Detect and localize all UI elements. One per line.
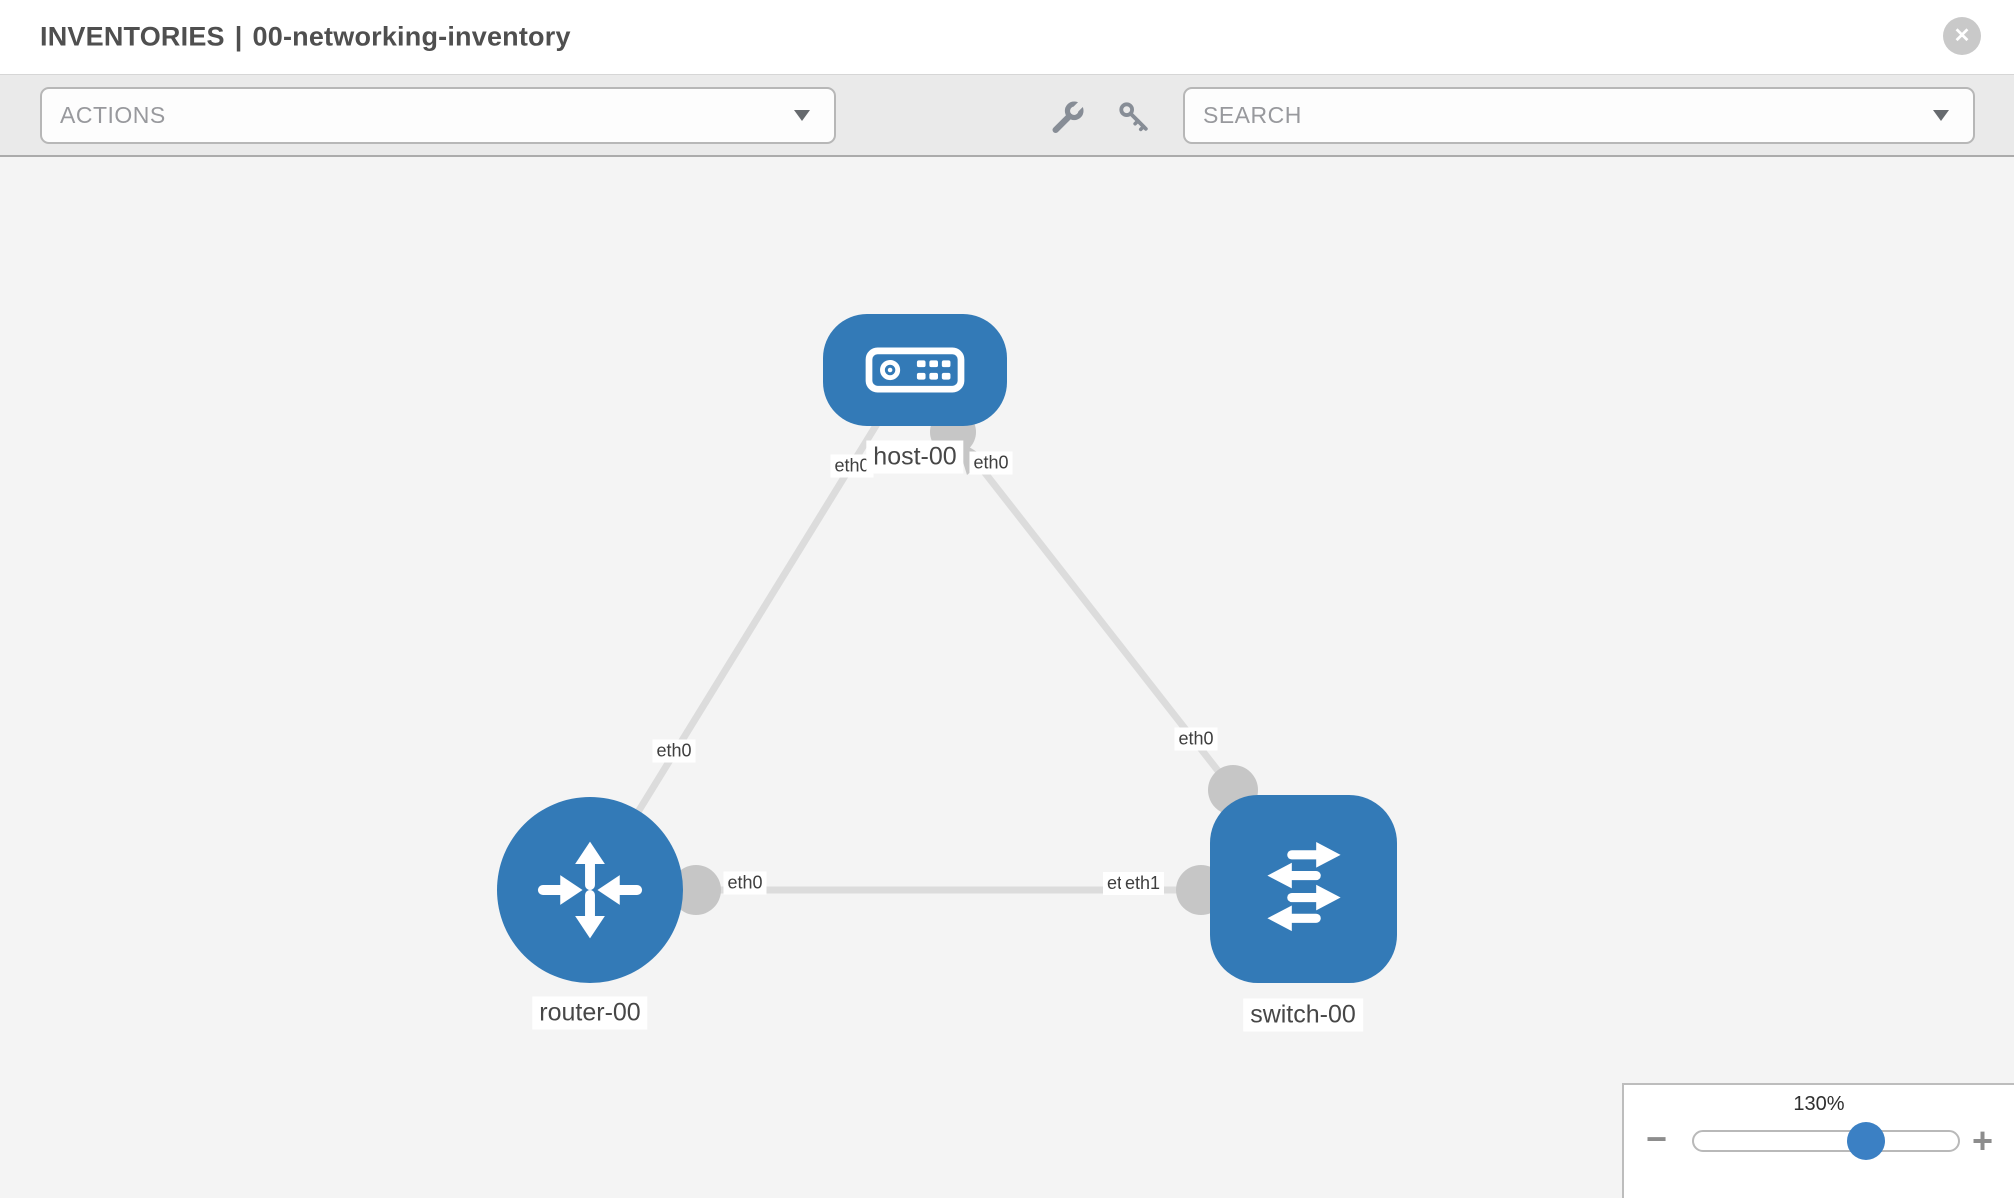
node-switch-00[interactable] bbox=[1210, 795, 1397, 983]
zoom-control-panel: 130% − + bbox=[1622, 1083, 2014, 1198]
interface-label-switch-eth0-top: eth0 bbox=[1174, 727, 1218, 751]
interface-label-router-eth0-upper: eth0 bbox=[652, 739, 696, 763]
node-label-router-00[interactable]: router-00 bbox=[532, 996, 648, 1030]
actions-dropdown[interactable]: ACTIONS bbox=[40, 87, 836, 144]
interface-label-host-eth0-left: eth0 bbox=[830, 454, 874, 478]
search-dropdown[interactable]: SEARCH bbox=[1183, 87, 1975, 144]
node-label-switch-00[interactable]: switch-00 bbox=[1243, 998, 1363, 1032]
zoom-out-button[interactable]: − bbox=[1646, 1118, 1668, 1159]
topology-canvas[interactable]: host-00 router-00 switch-00 eth0 eth0 et… bbox=[0, 157, 2014, 1198]
title-section: INVENTORIES bbox=[40, 21, 225, 52]
toolbar: ACTIONS SEARCH bbox=[0, 74, 2014, 157]
server-icon bbox=[865, 347, 965, 393]
title-separator: | bbox=[234, 21, 243, 52]
zoom-slider-track[interactable] bbox=[1692, 1122, 1960, 1160]
node-label-host-00[interactable]: host-00 bbox=[866, 440, 964, 474]
close-button[interactable]: ✕ bbox=[1943, 17, 1981, 55]
router-arrows-icon bbox=[537, 841, 643, 939]
zoom-slider-row: − + bbox=[1624, 1120, 2014, 1165]
header: INVENTORIES | 00-networking-inventory ✕ bbox=[0, 0, 2014, 74]
interface-label-router-eth0-right: eth0 bbox=[723, 871, 767, 895]
links-layer bbox=[627, 409, 1258, 915]
link-host-router[interactable] bbox=[627, 417, 883, 827]
page-title: INVENTORIES | 00-networking-inventory bbox=[40, 22, 571, 53]
node-router-00[interactable] bbox=[497, 797, 683, 983]
wrench-icon[interactable] bbox=[1050, 98, 1087, 135]
search-dropdown-label: SEARCH bbox=[1203, 102, 1302, 128]
actions-dropdown-label: ACTIONS bbox=[60, 102, 166, 128]
inventory-name: 00-networking-inventory bbox=[252, 21, 571, 52]
zoom-level: 130% bbox=[1793, 1093, 1845, 1115]
interface-label-host-eth0-right: eth0 bbox=[969, 451, 1013, 475]
switch-arrows-icon bbox=[1266, 842, 1341, 932]
caret-down-icon bbox=[794, 110, 810, 121]
key-icon[interactable] bbox=[1116, 99, 1152, 135]
interface-label-switch-eth1-left: eth1 bbox=[1121, 872, 1165, 895]
zoom-slider-handle[interactable] bbox=[1847, 1122, 1885, 1160]
port-circle-router[interactable] bbox=[671, 865, 721, 915]
zoom-in-button[interactable]: + bbox=[1972, 1120, 1994, 1161]
caret-down-icon bbox=[1933, 110, 1949, 121]
node-host-00[interactable] bbox=[823, 314, 1007, 426]
close-icon: ✕ bbox=[1953, 25, 1971, 47]
